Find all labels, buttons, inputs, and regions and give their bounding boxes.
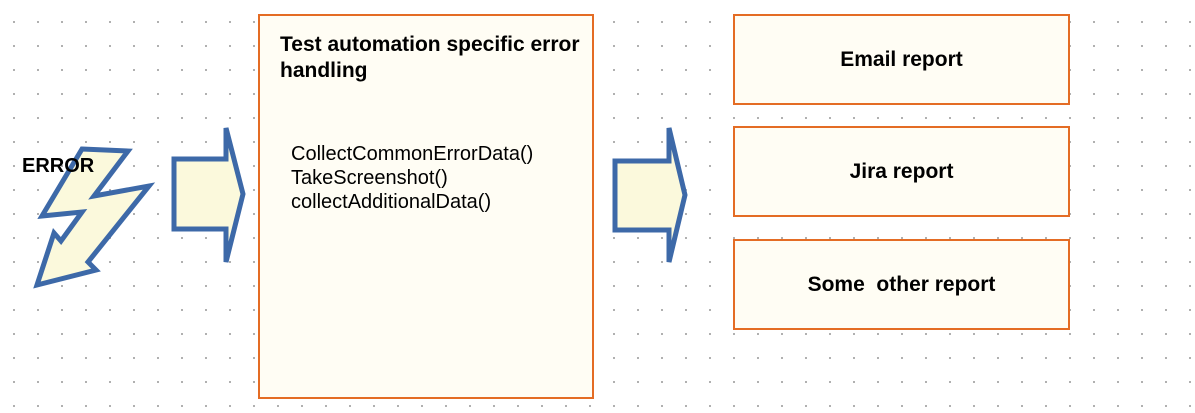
- arrow-right-icon: [171, 127, 246, 263]
- report-label: Some other report: [807, 272, 996, 296]
- other-report-box: Some other report: [733, 239, 1070, 330]
- lightning-bolt-icon: [33, 146, 156, 289]
- function-call-list: CollectCommonErrorData() TakeScreenshot(…: [291, 142, 533, 214]
- function-call: collectAdditionalData(): [291, 191, 492, 213]
- error-handling-title: Test automation specific error handling: [280, 33, 580, 82]
- error-handling-box: Test automation specific error handling …: [258, 14, 594, 399]
- error-label: ERROR: [22, 155, 95, 177]
- report-label: Jira report: [849, 159, 954, 183]
- function-call: CollectCommonErrorData(): [291, 143, 534, 165]
- email-report-box: Email report: [733, 14, 1070, 105]
- arrow-right-icon: [612, 127, 688, 263]
- jira-report-box: Jira report: [733, 126, 1070, 217]
- function-call: TakeScreenshot(): [291, 167, 448, 189]
- report-label: Email report: [840, 47, 963, 71]
